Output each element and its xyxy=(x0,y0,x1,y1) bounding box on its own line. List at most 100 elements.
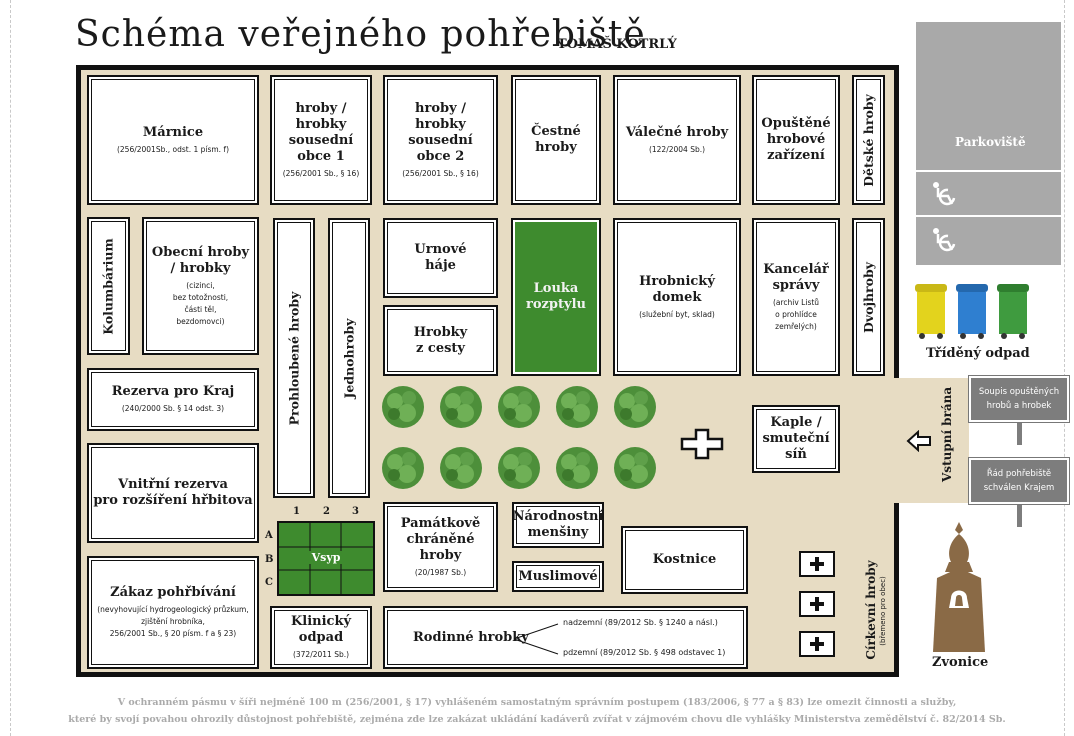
plot-rezerva-kraj: Rezerva pro Kraj (240/2000 Sb. § 14 odst… xyxy=(87,368,259,431)
plot-dvojhroby: Dvojhroby xyxy=(852,218,885,376)
sign-post xyxy=(1017,505,1022,527)
rodinne-podzemni: pdzemní (89/2012 Sb. § 498 odstavec 1) xyxy=(563,648,726,657)
plot-title: Prohloubené hroby xyxy=(286,291,302,425)
plot-note: (256/2001 Sb., § 16) xyxy=(282,168,360,178)
cirkevni-title: Církevní hroby xyxy=(864,560,878,660)
plot-hroby-obec-2: hroby / hrobky sousední obce 2 (256/2001… xyxy=(383,75,498,205)
plot-title: Válečné hroby xyxy=(625,124,729,140)
footer-line-2: které by svojí povahou ohrozily důstojno… xyxy=(68,714,1006,725)
church-grave xyxy=(799,631,835,657)
yellow-bin-icon xyxy=(915,284,947,339)
tree-icon xyxy=(556,386,598,428)
bell-tower-label: Zvonice xyxy=(932,655,989,670)
vsyp-col-label: 2 xyxy=(323,506,330,517)
vsyp-row-label: A xyxy=(265,530,273,541)
plot-note: (256/2001 Sb., § 16) xyxy=(402,168,479,178)
blue-bin-icon xyxy=(956,284,988,339)
plot-prohloubene-hroby: Prohloubené hroby xyxy=(273,218,315,498)
plot-title: Jednohroby xyxy=(341,317,357,399)
plot-zakaz-pohrbivani: Zákaz pohřbívání (nevyhovující hydrogeol… xyxy=(87,556,259,669)
tree-icon xyxy=(556,447,598,489)
vsyp-row-label: C xyxy=(265,577,273,588)
tree-icon xyxy=(440,386,482,428)
plot-hrobnicky-domek: Hrobnický domek (služební byt, sklad) xyxy=(613,218,741,376)
plot-urnove-haje: Urnové háje xyxy=(383,218,498,298)
plot-opustene: Opuštěné hrobové zařízení xyxy=(752,75,840,205)
plot-note: (cizinci, bez totožnosti, části těl, bez… xyxy=(172,280,229,326)
plot-detske-hroby: Dětské hroby xyxy=(852,75,885,205)
arrow-left-icon xyxy=(906,430,931,452)
branch-lines xyxy=(513,623,559,655)
plot-title: Obecní hroby / hrobky xyxy=(151,244,250,276)
wheelchair-icon xyxy=(933,182,956,206)
church-grave xyxy=(799,591,835,617)
plot-title: Dvojhroby xyxy=(861,261,877,333)
parking-line xyxy=(916,215,1061,217)
plot-valecne-hroby: Válečné hroby (122/2004 Sb.) xyxy=(613,75,741,205)
cross-icon xyxy=(810,637,824,651)
wheelchair-icon xyxy=(933,228,956,252)
plot-title: Čestné hroby xyxy=(531,124,581,155)
plot-obecni-hroby: Obecní hroby / hrobky (cizinci, bez toto… xyxy=(142,217,259,355)
plot-note: (122/2004 Sb.) xyxy=(648,144,706,154)
plot-title: Památkově chráněné hroby xyxy=(400,515,481,563)
footer-line-1: V ochranném pásmu v šíři nejméně 100 m (… xyxy=(117,697,957,708)
plot-muslimove: Muslimové xyxy=(512,561,604,592)
sign-post xyxy=(1017,423,1022,445)
plot-kolumbarium: Kolumbárium xyxy=(87,217,130,355)
tree-icon xyxy=(498,386,540,428)
cirkevni-hroby-label: Církevní hroby (břemeno pro obec) xyxy=(858,555,888,670)
plot-marnice: Márnice (256/2001Sb., odst. 1 písm. f) xyxy=(87,75,259,205)
plot-title: Národnostní menšiny xyxy=(512,509,604,540)
plot-note: (služební byt, sklad) xyxy=(639,309,715,319)
plot-title: Hrobnický domek xyxy=(639,273,715,305)
cross-icon xyxy=(810,597,824,611)
plot-title: hroby / hrobky sousední obce 1 xyxy=(288,100,354,164)
plot-klinicky-odpad: Klinický odpad (372/2011 Sb.) xyxy=(270,606,372,669)
plot-note: (nevyhovující hydrogeologický průzkum, z… xyxy=(97,605,249,638)
plot-title: Urnové háje xyxy=(414,242,467,273)
plot-title: Kaple / smuteční síň xyxy=(762,415,830,462)
plot-rodinne-hrobky: Rodinné hrobky xyxy=(383,606,748,669)
plot-title: Opuštěné hrobové zařízení xyxy=(761,116,831,163)
parking-label: Parkoviště xyxy=(955,135,1026,149)
plot-title: Kancelář správy xyxy=(763,261,829,293)
plot-louka-rozptylu: Louka rozptylu xyxy=(511,218,601,376)
page-title: Schéma veřejného pohřebiště xyxy=(75,14,646,55)
vsyp-row-label: B xyxy=(265,554,274,565)
plot-kostnice: Kostnice xyxy=(621,526,748,594)
plot-vnitrni-rezerva: Vnitřní rezerva pro rozšíření hřbitova xyxy=(87,443,259,543)
plot-title: Zákaz pohřbívání xyxy=(110,585,236,600)
tree-icon xyxy=(614,447,656,489)
plot-title: Rodinné hrobky xyxy=(413,629,529,645)
rodinne-nadzemni: nadzemní (89/2012 Sb. § 1240 a násl.) xyxy=(563,618,718,627)
plot-title: Kolumbárium xyxy=(101,237,117,335)
plot-title: Hrobky z cesty xyxy=(413,324,468,356)
plot-narodnostni-mensiny: Národnostní menšiny xyxy=(512,502,604,548)
plot-title: Kostnice xyxy=(652,552,717,567)
plot-title: Rezerva pro Kraj xyxy=(111,384,235,399)
parking-line xyxy=(916,170,1061,172)
gate-label: Vstupní brána xyxy=(940,386,954,482)
plot-hroby-obec-1: hroby / hrobky sousední obce 1 (256/2001… xyxy=(270,75,372,205)
plot-kaple: Kaple / smuteční síň xyxy=(752,405,840,473)
sign-opustene: Soupis opuštěných hrobů a hrobek xyxy=(969,376,1069,422)
plot-note: (256/2001Sb., odst. 1 písm. f) xyxy=(116,144,230,154)
plot-title: hroby / hrobky sousední obce 2 xyxy=(408,100,473,164)
church-grave xyxy=(799,551,835,577)
plot-kancelar-spravy: Kancelář správy (archiv Listů o prohlídc… xyxy=(752,218,840,376)
plot-note: (372/2011 Sb.) xyxy=(292,650,350,659)
waste-label: Tříděný odpad xyxy=(926,346,1030,361)
plot-hrobky-z-cesty: Hrobky z cesty xyxy=(383,305,498,376)
green-bin-icon xyxy=(997,284,1029,339)
vsyp-col-label: 1 xyxy=(293,506,300,517)
plot-jednohroby: Jednohroby xyxy=(328,218,370,498)
cross-icon xyxy=(680,428,724,460)
author-name: TOMÁŠ KOTRLÝ xyxy=(557,37,677,52)
plot-note: (archiv Listů o prohlídce zemřelých) xyxy=(772,297,820,331)
plot-title: Louka rozptylu xyxy=(526,281,586,312)
tree-icon xyxy=(382,386,424,428)
plot-title: Dětské hroby xyxy=(861,93,876,187)
tree-icon xyxy=(614,386,656,428)
tree-icon xyxy=(440,447,482,489)
